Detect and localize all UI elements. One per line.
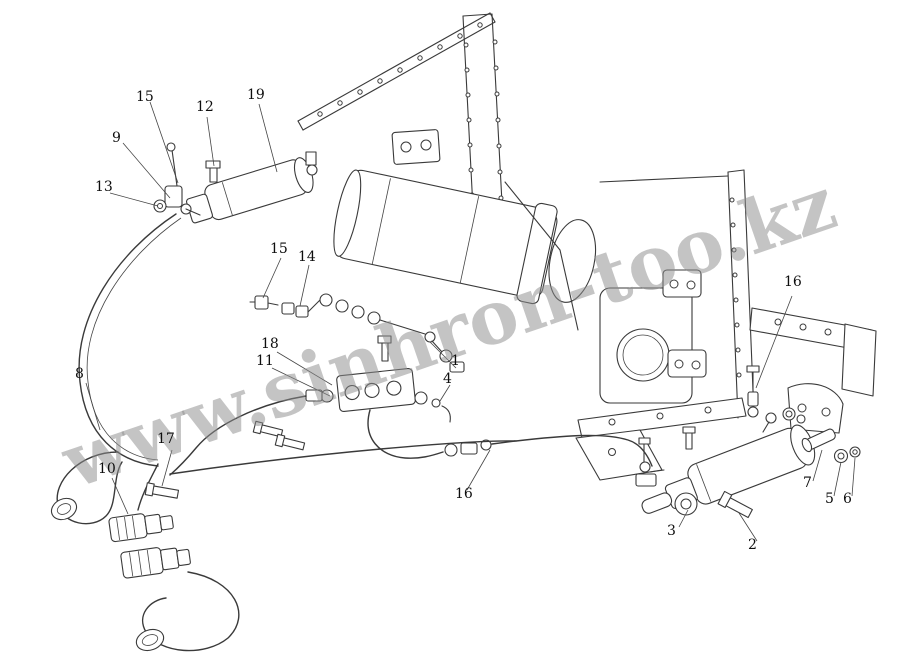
leader-lines [85,101,856,542]
upper-middle-plate [391,129,441,165]
loose-bolts [144,420,306,499]
part-label-17: 17 [157,431,175,447]
part-label-16b: 16 [784,274,802,290]
part-label-10: 10 [98,461,116,477]
upper-hydraulic-cylinder [185,151,318,224]
part-label-11: 11 [256,353,274,369]
part-label-2: 2 [748,537,757,553]
main-cylinder-housing [333,169,597,331]
top-frame-rail [297,12,496,131]
part-label-1: 1 [451,353,460,369]
right-frame [575,169,877,481]
part-label-16a: 16 [455,486,473,502]
pin-washers-nut [717,428,861,519]
right-hydraulic-cylinder [635,365,816,516]
part-label-15a: 15 [136,89,154,105]
part-label-15b: 15 [270,241,288,257]
valve-block [305,335,451,423]
part-label-12: 12 [196,99,214,115]
part-label-6: 6 [843,491,852,507]
part-label-5: 5 [825,491,834,507]
part-label-7: 7 [803,475,812,491]
tee-fitting-chain [249,293,465,373]
hoses [78,213,653,511]
part-label-18: 18 [261,336,279,352]
quick-couplers [108,513,191,579]
upper-fitting-cluster [153,142,201,216]
part-label-4: 4 [443,371,452,387]
vertical-frame-member [462,13,504,229]
part-label-8: 8 [75,366,84,382]
part-label-19: 19 [247,87,265,103]
part-label-13: 13 [95,179,113,195]
part-label-14: 14 [298,249,316,265]
part-label-3: 3 [667,523,676,539]
dust-caps [50,451,240,652]
part-label-9: 9 [112,130,121,146]
